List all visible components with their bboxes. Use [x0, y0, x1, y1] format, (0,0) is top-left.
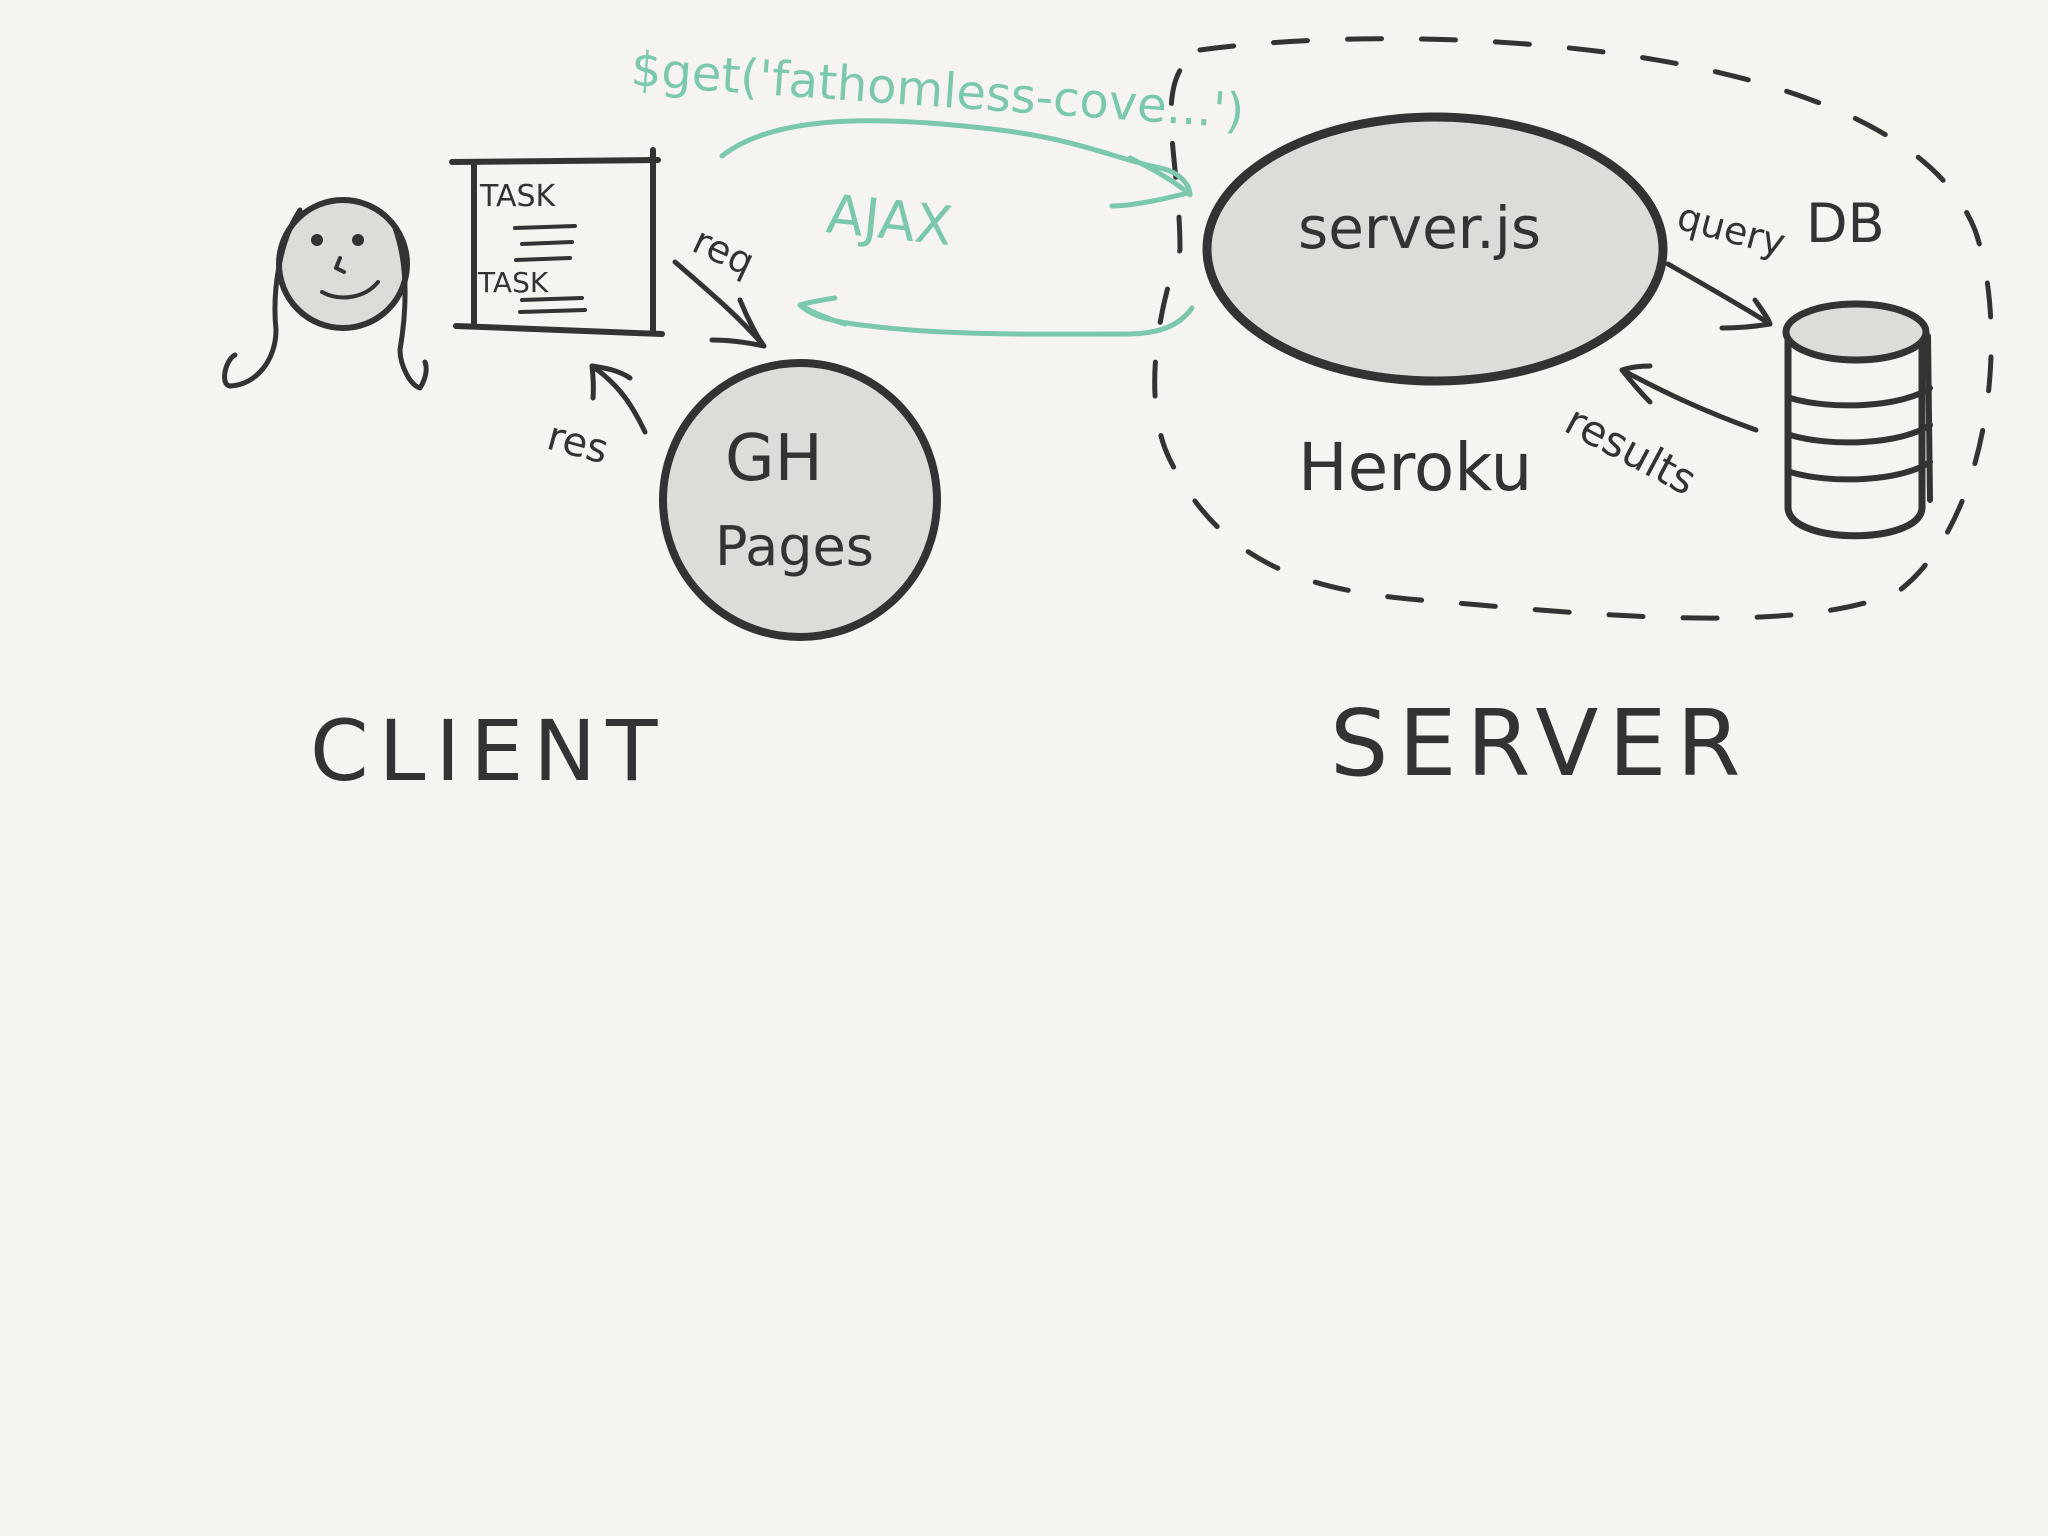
db-label: DB: [1806, 192, 1885, 255]
gh-pages-label-line2: Pages: [715, 515, 874, 578]
res-label: res: [542, 413, 613, 473]
person-icon: [222, 197, 429, 391]
ajax-request-arrow: [719, 118, 1193, 209]
server-js-node: server.js: [1202, 112, 1668, 386]
server-js-label: server.js: [1298, 194, 1541, 262]
ajax-response-arrow: [797, 295, 1195, 337]
res-arrow: res: [542, 363, 648, 473]
heroku-boundary: [1152, 36, 1994, 621]
ajax-label: AJAX: [824, 182, 956, 258]
req-arrow: req: [672, 218, 767, 349]
task-item-2: TASK: [477, 266, 549, 299]
req-label: req: [686, 218, 761, 284]
database-icon: [1782, 300, 1933, 540]
query-arrow: query: [1665, 194, 1790, 331]
query-label: query: [1673, 194, 1790, 265]
gh-pages-label-line1: GH: [725, 422, 823, 496]
results-label: results: [1557, 396, 1704, 505]
gh-pages-node: GH Pages: [659, 359, 941, 641]
heroku-label: Heroku: [1298, 429, 1532, 506]
task-item-1: TASK: [479, 179, 557, 214]
task-list-document: TASK TASK: [449, 147, 665, 337]
client-section-label: CLIENT: [310, 702, 667, 800]
results-arrow: results: [1557, 363, 1759, 505]
server-section-label: SERVER: [1330, 690, 1750, 797]
